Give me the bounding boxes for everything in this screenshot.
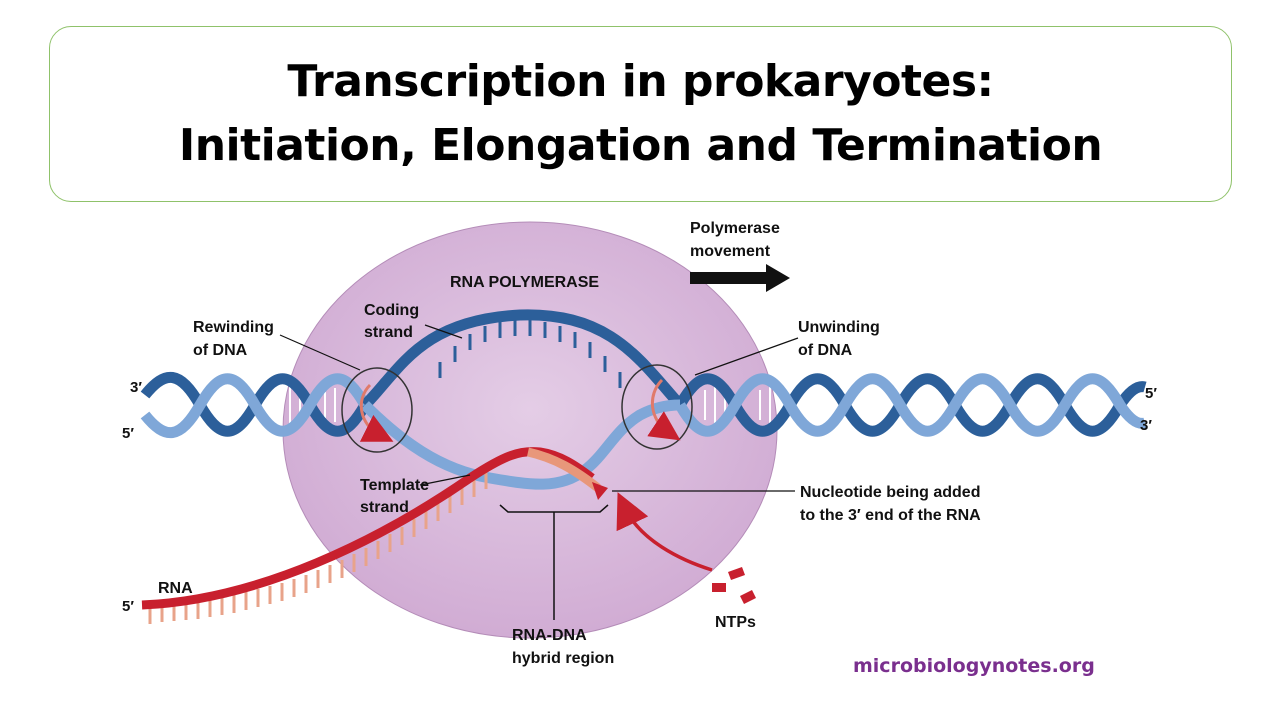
template-strand <box>361 399 681 490</box>
rna-rungs <box>148 471 488 624</box>
rna-label: RNA <box>158 580 193 597</box>
polymerase-movement-label-1: Polymerase <box>690 220 780 237</box>
nucleotide-label-2: to the 3′ end of the RNA <box>800 507 981 524</box>
rna-5prime-label: 5′ <box>122 598 134 615</box>
unwinding-label-2: of DNA <box>798 342 853 359</box>
unwinding-rotation-icon <box>647 378 681 441</box>
title-line-1: Transcription in prokaryotes: <box>287 56 994 107</box>
right-duplex-rungs <box>704 386 1111 424</box>
hybrid-region-bracket <box>499 504 609 620</box>
polymerase-movement-arrow <box>690 264 790 292</box>
right-helix-strand-b <box>675 373 1147 437</box>
unwinding-label-1: Unwinding <box>798 319 880 336</box>
ntp-incoming-arrow <box>616 492 713 572</box>
ntp-icons <box>712 567 756 604</box>
rewinding-rotation-icon <box>359 383 394 442</box>
title-line-2: Initiation, Elongation and Termination <box>178 120 1103 171</box>
leader-lines <box>279 324 799 492</box>
rewinding-label-1: Rewinding <box>193 319 274 336</box>
template-strand-label-2: strand <box>360 499 409 516</box>
nucleotide-label-1: Nucleotide being added <box>800 484 980 501</box>
coding-strand-label-2: strand <box>364 324 413 341</box>
right-helix-strand-a <box>675 373 1147 437</box>
left-helix-strand-b <box>140 373 370 438</box>
right-5prime-label: 5′ <box>1145 385 1157 402</box>
template-strand-label-1: Template <box>360 477 429 494</box>
ntps-label: NTPs <box>715 614 756 631</box>
nucleotide-wedge <box>592 482 608 500</box>
footer-website: microbiologynotes.org <box>853 655 1095 677</box>
coding-strand-label-1: Coding <box>364 302 419 319</box>
coding-strand-arch <box>361 309 685 409</box>
unwinding-circle <box>621 364 693 450</box>
left-5prime-label: 5′ <box>122 425 134 442</box>
title-box: Transcription in prokaryotes: Initiation… <box>49 26 1232 202</box>
coding-strand-rungs <box>438 320 622 388</box>
hybrid-region-label-2: hybrid region <box>512 650 614 667</box>
rewinding-circle <box>341 367 413 453</box>
left-3prime-label: 3′ <box>130 379 142 396</box>
rna-polymerase-label: RNA POLYMERASE <box>450 274 599 291</box>
polymerase-movement-label-2: movement <box>690 243 771 260</box>
hybrid-rna-segment <box>526 447 601 492</box>
rewinding-label-2: of DNA <box>193 342 248 359</box>
right-3prime-label: 3′ <box>1140 417 1152 434</box>
hybrid-region-label-1: RNA-DNA <box>512 627 587 644</box>
